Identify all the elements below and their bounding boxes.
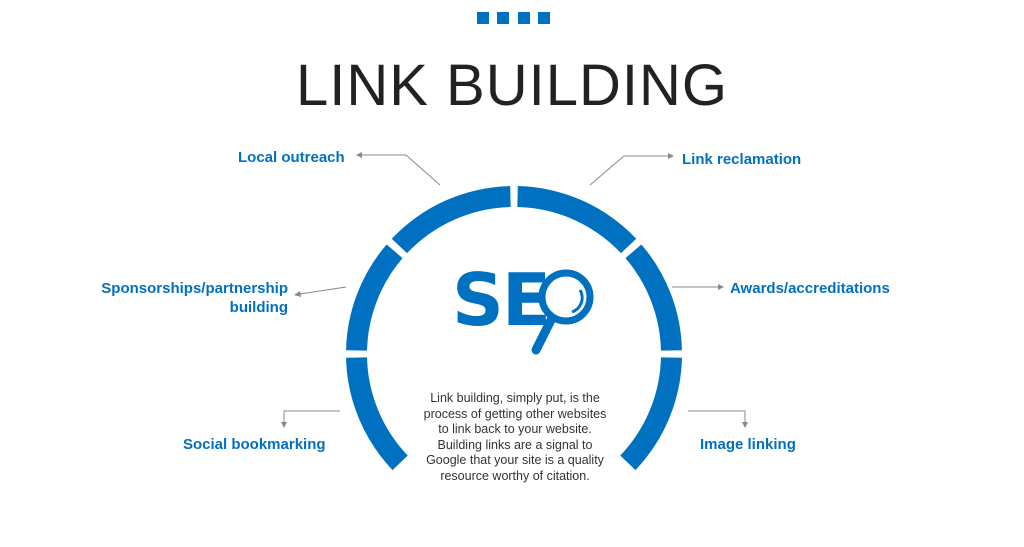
decor-square — [497, 12, 509, 24]
label-local-outreach: Local outreach — [238, 149, 345, 166]
gauge-segment — [517, 186, 637, 254]
arrow-sponsorships — [299, 286, 347, 295]
arrowhead-icon — [668, 153, 674, 159]
decor-square — [518, 12, 530, 24]
arrow-social — [283, 410, 340, 422]
label-link-reclamation: Link reclamation — [682, 151, 802, 168]
label-social-bookmarking: Social bookmarking — [183, 436, 326, 453]
decor-square — [538, 12, 550, 24]
label-image-linking: Image linking — [700, 436, 796, 453]
arrowhead-icon — [718, 284, 724, 290]
gauge-segment — [625, 244, 682, 351]
arrowhead-icon — [742, 422, 748, 428]
page-title: LINK BUILDING — [296, 53, 728, 118]
arrowhead-icon — [281, 422, 287, 428]
decor-square — [477, 12, 489, 24]
arrow-local-outreach — [362, 154, 441, 186]
arrow-image — [688, 410, 746, 422]
gauge-segment — [346, 244, 403, 351]
gauge-segment — [391, 186, 511, 254]
label-awards: Awards/accreditations — [730, 280, 890, 297]
arrowhead-icon — [294, 291, 301, 297]
label-sponsorships: Sponsorships/partnership building — [101, 280, 288, 316]
description-text: Link building, simply put, is the proces… — [423, 391, 607, 483]
gauge-segment — [346, 357, 408, 471]
magnifier-icon — [531, 269, 594, 355]
arrowhead-icon — [356, 152, 362, 158]
gauge-segment — [620, 357, 682, 471]
arrow-link-reclamation — [589, 155, 668, 186]
seo-logo-text: SE — [452, 258, 551, 342]
